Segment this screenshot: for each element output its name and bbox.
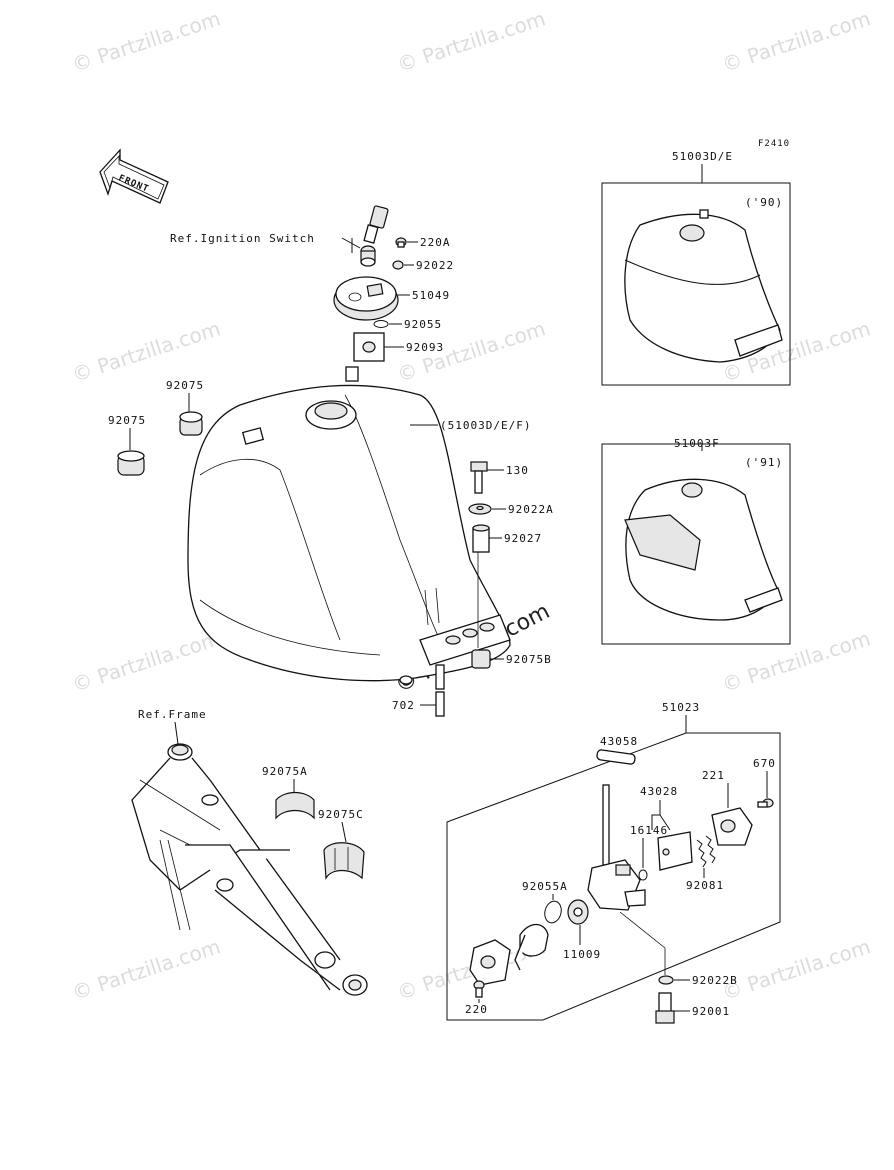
label-92055a: 92055A bbox=[522, 880, 568, 893]
label-51003def: (51003D/E/F) bbox=[440, 419, 531, 432]
label-92027: 92027 bbox=[504, 532, 542, 545]
label-year-91: ('91) bbox=[745, 456, 783, 469]
label-43028: 43028 bbox=[640, 785, 678, 798]
fuel-cap-icon bbox=[333, 276, 399, 321]
label-16146: 221 bbox=[702, 769, 725, 782]
front-arrow-icon: FRONT bbox=[99, 148, 169, 204]
label-92001: 92001 bbox=[692, 1005, 730, 1018]
label-221: 670 bbox=[753, 757, 776, 770]
label-51023: 51023 bbox=[662, 701, 700, 714]
gasket-11009-icon bbox=[567, 899, 589, 925]
damper-92075b-icon bbox=[471, 649, 491, 669]
screw-220a-icon bbox=[395, 237, 407, 248]
label-43058: 43058 bbox=[600, 735, 638, 748]
gasket-92093-icon bbox=[353, 332, 385, 362]
lever-icon bbox=[514, 923, 549, 971]
label-220a: 220A bbox=[420, 236, 451, 249]
washer-92022b-icon bbox=[658, 975, 674, 985]
label-92055: 92055 bbox=[404, 318, 442, 331]
watermark: © Partzilla.com bbox=[69, 316, 223, 387]
oring-92055a-icon bbox=[544, 900, 562, 924]
watermark: © Partzilla.com bbox=[719, 6, 873, 77]
watermark: © Partzilla.com bbox=[719, 934, 873, 1005]
bolt-92001-icon bbox=[655, 992, 675, 1024]
box-tank-91 bbox=[601, 443, 791, 645]
label-year-90: ('90) bbox=[745, 196, 783, 209]
washer-92022-icon bbox=[392, 260, 404, 270]
label-220: 220 bbox=[465, 1003, 488, 1016]
screw-220-icon bbox=[473, 980, 485, 998]
damper-92075c-icon bbox=[323, 842, 365, 880]
spring-92081-icon bbox=[696, 835, 716, 868]
ignition-key-icon bbox=[360, 205, 389, 267]
box-petcock bbox=[446, 715, 781, 1021]
label-92093: 92093 bbox=[406, 341, 444, 354]
watermark: © Partzilla.com bbox=[394, 6, 548, 77]
label-670: 16146 bbox=[630, 824, 668, 837]
label-ref-ignition: Ref.Ignition Switch bbox=[170, 232, 315, 245]
label-92081: 92081 bbox=[686, 879, 724, 892]
damper-92075-left-icon bbox=[117, 450, 145, 476]
label-92022b: 92022B bbox=[692, 974, 738, 987]
pin-702-icon bbox=[435, 664, 445, 717]
watermark: © Partzilla.com bbox=[69, 934, 223, 1005]
label-51003de: 51003D/E bbox=[672, 150, 733, 163]
gasket-43058-icon bbox=[596, 749, 636, 765]
box-tank-90 bbox=[601, 182, 791, 386]
petcock-body-icon bbox=[587, 784, 646, 911]
label-92075c: 92075C bbox=[318, 808, 364, 821]
figure-code: F2410 bbox=[758, 139, 790, 149]
washer-92022a-icon bbox=[468, 503, 492, 515]
label-92022: 92022 bbox=[416, 259, 454, 272]
damper-92075a-icon bbox=[275, 791, 315, 820]
label-92075a: 92075A bbox=[262, 765, 308, 778]
bolt-130-icon bbox=[470, 461, 488, 494]
watermark: © Partzilla.com bbox=[69, 6, 223, 77]
oring-670-icon bbox=[638, 869, 648, 881]
watermark: © Partzilla.com bbox=[719, 626, 873, 697]
frame-icon bbox=[131, 743, 368, 996]
label-702: 702 bbox=[392, 699, 415, 712]
label-11009: 11009 bbox=[563, 948, 601, 961]
watermark: © Partzilla.com bbox=[69, 626, 223, 697]
fuel-tank-icon bbox=[187, 366, 511, 685]
label-92022a: 92022A bbox=[508, 503, 554, 516]
screw-221-icon bbox=[757, 798, 774, 808]
label-92075-top: 92075 bbox=[166, 379, 204, 392]
fuel-tank-91-icon bbox=[624, 478, 783, 621]
petcock-plate-icon bbox=[469, 939, 511, 986]
fuel-tank-90-icon bbox=[624, 209, 783, 363]
label-92075b: 92075B bbox=[506, 653, 552, 666]
label-130: 130 bbox=[506, 464, 529, 477]
label-51049: 51049 bbox=[412, 289, 450, 302]
damper-92075-icon bbox=[179, 411, 203, 436]
cover-16146-icon bbox=[711, 807, 753, 846]
diaphragm-43028-icon bbox=[657, 831, 693, 871]
label-ref-frame: Ref.Frame bbox=[138, 708, 207, 721]
collar-92027-icon bbox=[472, 524, 490, 553]
oring-92055-icon bbox=[373, 320, 389, 328]
label-92075-left: 92075 bbox=[108, 414, 146, 427]
